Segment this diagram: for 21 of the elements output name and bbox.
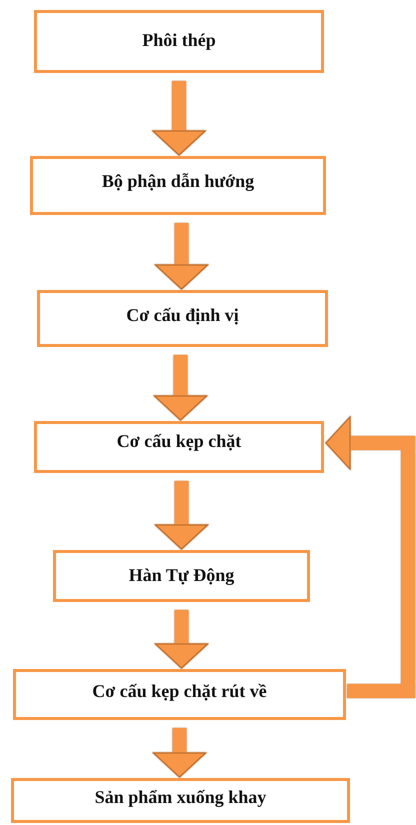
box-label: Bộ phận dẫn hướng — [102, 171, 254, 192]
box-label: Cơ cấu kẹp chặt rút về — [92, 681, 267, 702]
block-arrow — [154, 355, 208, 421]
block-arrow — [325, 416, 415, 698]
process-box — [53, 550, 310, 602]
process-box — [34, 10, 324, 73]
process-box — [34, 421, 324, 473]
process-box — [11, 778, 350, 823]
box-label: Hàn Tự Động — [128, 565, 234, 586]
box-label: Cơ cấu kẹp chặt — [116, 431, 242, 452]
block-arrow — [152, 81, 206, 156]
process-box — [13, 669, 346, 720]
process-box — [37, 290, 328, 347]
block-arrow — [154, 223, 208, 290]
box-label: Phôi thép — [142, 30, 216, 51]
block-arrow — [154, 481, 208, 550]
block-arrow — [152, 728, 206, 778]
process-box — [30, 156, 326, 215]
box-label: Sản phẩm xuống khay — [94, 787, 266, 808]
block-arrow — [154, 610, 208, 669]
box-label: Cơ cấu định vị — [126, 305, 239, 326]
